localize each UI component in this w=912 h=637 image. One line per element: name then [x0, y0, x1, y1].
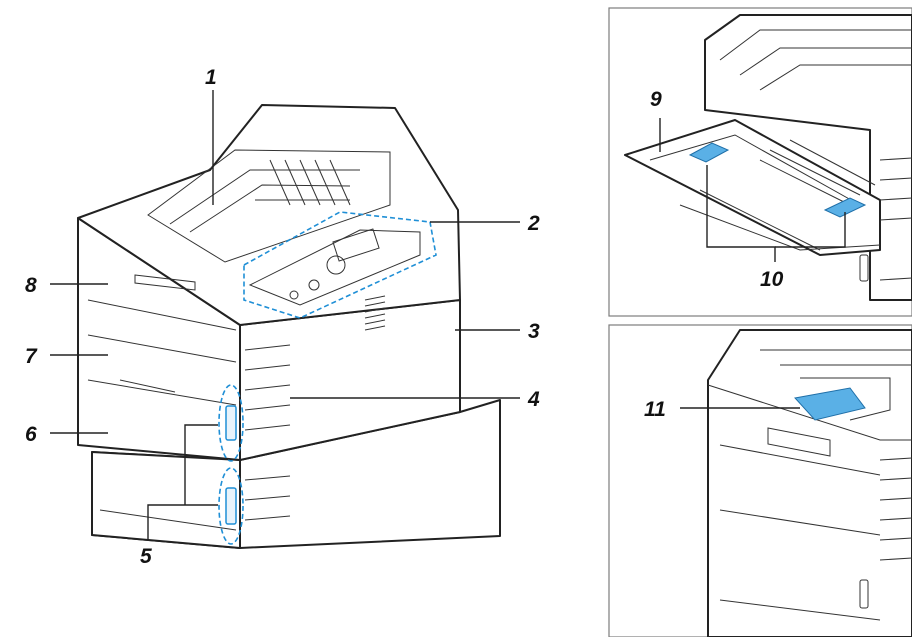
main-callouts: 1 2 3 4 5 6 7 8	[23, 64, 542, 570]
paper-width-guide-right-icon	[823, 197, 867, 218]
callout-8: 8	[25, 274, 37, 297]
callout-11: 11	[644, 398, 666, 421]
detail-panel-manual-tray: 9 10	[608, 7, 912, 317]
main-leader-lines	[50, 90, 520, 540]
callout-7: 7	[25, 345, 38, 368]
callout-3: 3	[528, 320, 540, 343]
output-support-icon	[794, 387, 866, 421]
callout-1: 1	[205, 66, 217, 89]
paper-width-guide-left-icon	[688, 142, 730, 163]
callout-10: 10	[760, 268, 784, 291]
printer-main-view	[77, 104, 501, 549]
detail-panel-output-support: 11	[608, 324, 912, 637]
callout-6: 6	[25, 423, 37, 446]
callout-9: 9	[650, 88, 662, 111]
callout-5: 5	[140, 545, 152, 568]
callout-4: 4	[527, 388, 540, 411]
callout-2: 2	[527, 212, 540, 235]
